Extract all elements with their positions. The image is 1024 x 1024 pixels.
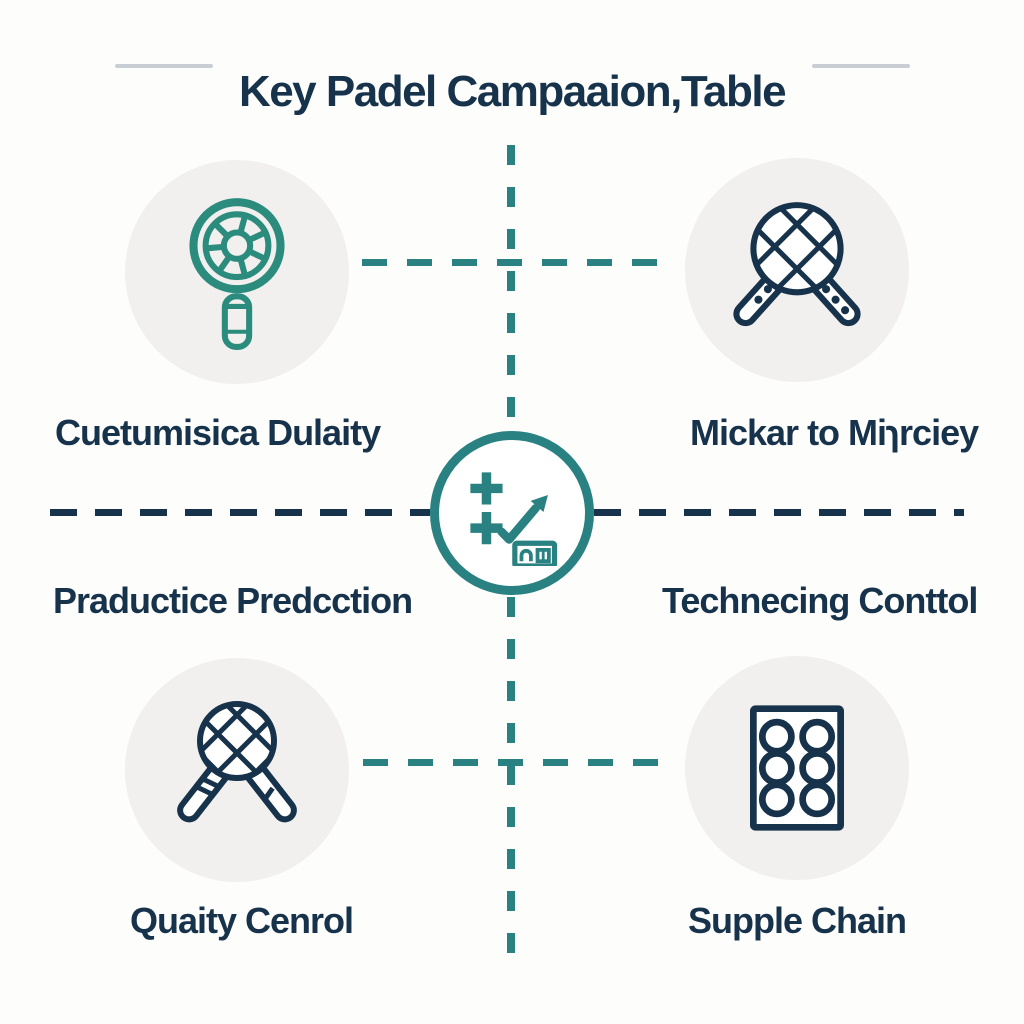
crossed-padel-rackets-icon	[169, 695, 305, 845]
title-rule-left	[115, 64, 213, 68]
title-rule-right	[812, 64, 910, 68]
quadrant-circle-bottom-right	[685, 656, 909, 880]
quadrant-circle-top-right	[685, 158, 909, 382]
quadrant-circle-top-left	[125, 160, 349, 384]
center-badge	[430, 431, 594, 595]
ball-tray-icon	[750, 705, 844, 831]
quadrant-label-top-left: Cuetumisica Dulaity	[55, 412, 381, 453]
vertical-dashed-line-bottom	[507, 597, 515, 973]
planning-growth-chart-icon	[460, 460, 564, 566]
quadrant-circle-bottom-left	[125, 658, 349, 882]
section-label-middle-left: Praductice Predcction	[53, 580, 413, 621]
horizontal-dashed-line-middle-right	[594, 509, 964, 516]
page-title: Key Padel Campaaion,Table	[238, 67, 787, 117]
horizontal-dashed-line-top	[362, 259, 660, 266]
vertical-dashed-line-top	[507, 145, 515, 432]
quadrant-label-bottom-right: Supple Chain	[688, 900, 907, 941]
crossed-padel-rackets-icon	[727, 194, 867, 346]
quadrant-label-bottom-left: Quaity Cenrol	[130, 900, 354, 941]
padel-racket-face-icon	[176, 189, 298, 355]
section-label-middle-right: Technecing Conttol	[662, 580, 978, 621]
horizontal-dashed-line-middle-left	[50, 509, 430, 516]
horizontal-dashed-line-bottom	[363, 759, 661, 766]
quadrant-label-top-right: Mickar to Miɿrciey	[690, 412, 979, 453]
